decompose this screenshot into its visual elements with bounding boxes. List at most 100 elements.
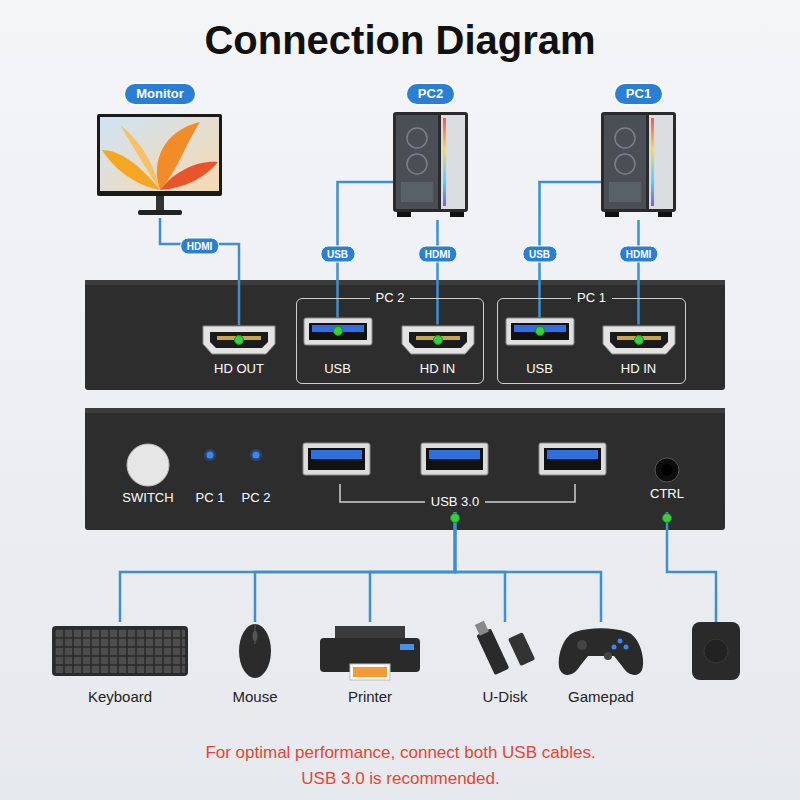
connection-dot	[663, 514, 672, 523]
printer-illustration	[353, 667, 387, 677]
cable-line	[455, 512, 505, 622]
title-anchor: Connection Diagram	[0, 16, 800, 64]
group-heading: PC 1	[571, 290, 612, 306]
udisk-illustration	[508, 632, 535, 666]
port-illustration	[539, 443, 606, 475]
printer-device: Printer	[310, 622, 430, 706]
mouse-illustration	[239, 624, 271, 678]
pc-tower-illustration	[393, 112, 468, 217]
ctrl-jack: CTRL	[639, 456, 695, 501]
connection-dot	[434, 336, 443, 345]
port-label: HD IN	[398, 361, 478, 376]
udisk-illustration	[475, 621, 489, 636]
switch-button: SWITCH	[113, 442, 183, 505]
gamepad-illustration	[577, 640, 587, 650]
usb-port: USB	[300, 318, 376, 376]
cable-label-anchor: HDMI	[438, 252, 478, 271]
keyboard-illustration	[52, 626, 188, 676]
udisk-illustration	[508, 632, 535, 666]
led-indicator	[204, 449, 262, 461]
cable-label: HDMI	[418, 246, 458, 263]
remote-puck-illustration	[692, 622, 740, 680]
port-illustration	[203, 326, 275, 354]
button-label: SWITCH	[113, 490, 183, 505]
device-label: Printer	[310, 688, 430, 706]
cable-label: HDMI	[180, 238, 220, 255]
remote-puck-illustration	[704, 639, 728, 663]
gamepad-illustration	[604, 652, 612, 660]
connection-dot	[451, 514, 460, 523]
group-heading: USB 3.0	[425, 494, 485, 510]
gamepad-device: Gamepad	[551, 622, 651, 706]
gamepad-illustration	[618, 639, 623, 644]
led-indicator	[253, 452, 260, 459]
pc-device: PC2	[393, 84, 468, 220]
device-tag: Monitor	[125, 84, 195, 104]
port-label: USB	[502, 361, 578, 376]
connection-dot	[635, 336, 644, 345]
device-label: Keyboard	[50, 688, 190, 706]
cable-label-anchor: HDMI	[639, 252, 679, 271]
label-anchor: PC 2	[226, 490, 286, 505]
cable-label: USB	[522, 246, 557, 263]
ctrl-jack-shape	[655, 458, 679, 482]
port-illustration	[203, 318, 675, 475]
port-label: CTRL	[639, 486, 695, 501]
device-label: Gamepad	[551, 688, 651, 706]
monitor-illustration	[97, 114, 222, 196]
ctrl-wire	[667, 512, 716, 622]
port-illustration	[603, 326, 675, 354]
connection-dot	[235, 336, 244, 345]
printer-illustration	[320, 626, 420, 680]
ctrl-wire	[667, 512, 716, 622]
connection-dot	[334, 327, 343, 336]
cable-label-anchor: USB	[338, 252, 373, 271]
kvm-front-panel	[85, 408, 725, 413]
monitor-illustration	[100, 117, 219, 191]
monitor-illustration	[97, 114, 222, 215]
monitor-illustration	[160, 162, 218, 190]
monitor-illustration	[138, 210, 182, 215]
gamepad-illustration	[559, 628, 643, 675]
port-label: USB	[300, 361, 376, 376]
keyboard-illustration	[55, 629, 185, 673]
hdmi-in-port: HD IN	[599, 325, 679, 376]
usb-hub-ports: USB 3.0	[298, 440, 612, 512]
group-heading: PC 2	[370, 290, 411, 306]
keyboard-illustration	[52, 626, 188, 676]
hdmi-out-port: HD OUT	[195, 325, 283, 376]
led-label: PC 1	[180, 490, 240, 505]
caption-note: For optimal performance, connect both US…	[202, 740, 599, 792]
cable-label: USB	[320, 246, 355, 263]
led-indicator	[204, 449, 216, 461]
mouse-illustration	[253, 631, 258, 641]
led-label: PC 2	[226, 490, 286, 505]
printer-illustration	[400, 644, 414, 650]
monitor-illustration	[120, 125, 160, 190]
diagram-title: Connection Diagram	[0, 16, 800, 64]
cable-line	[436, 220, 439, 325]
kvm-front-panel	[85, 408, 725, 530]
hdmi-in-port: HD IN	[398, 325, 478, 376]
caption-anchor: For optimal performance, connect both US…	[202, 740, 599, 792]
monitor-device: Monitor	[95, 84, 225, 218]
port-illustration	[303, 443, 370, 475]
cable-line	[120, 512, 455, 622]
connection-dot	[536, 327, 545, 336]
udisk-illustration	[472, 619, 535, 675]
gamepad-illustration	[624, 645, 629, 650]
pc-tower-illustration	[393, 112, 676, 217]
udisk-illustration	[472, 619, 509, 675]
kvm-back-panel	[85, 280, 725, 285]
port-illustration	[402, 326, 474, 354]
cable-label-anchor: USB	[540, 252, 575, 271]
usb-port: USB	[502, 318, 578, 376]
printer-illustration	[350, 664, 390, 680]
printer-illustration	[335, 626, 405, 640]
port-label: HD IN	[599, 361, 679, 376]
monitor-illustration	[156, 196, 164, 210]
udisk-illustration	[476, 628, 509, 675]
